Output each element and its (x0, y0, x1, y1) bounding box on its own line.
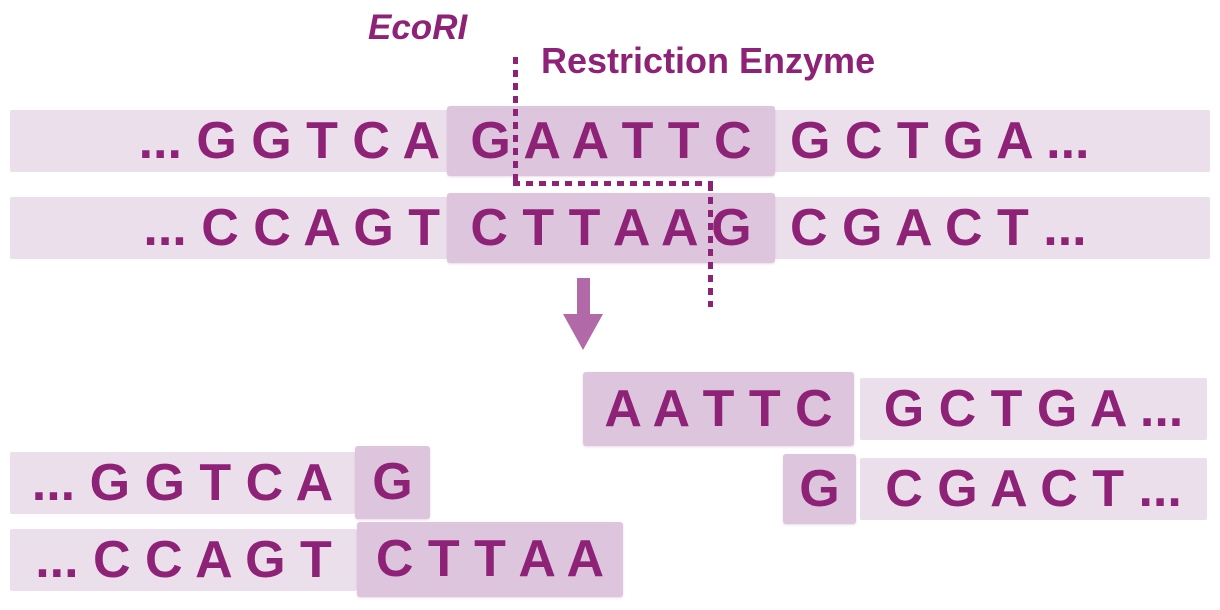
dna-top-left-sequence: ... G G T C A (138, 112, 440, 170)
recognition-site-bottom: C T T A A G (447, 193, 775, 263)
dna-bottom-right-sequence: C G A C T ... (790, 199, 1087, 257)
right-fragment-top-sequence: G C T G A ... (883, 380, 1184, 438)
dna-top-right-sequence: G C T G A ... (790, 112, 1090, 170)
left-fragment-top-sequence: ... G G T C A (31, 454, 334, 512)
right-fragment-top-band (860, 378, 1207, 440)
cut-line-horizontal-icon (513, 181, 713, 186)
left-fragment-bottom-band (10, 529, 357, 591)
dna-bottom-left-sequence: ... C C A G T (143, 199, 440, 257)
restriction-enzyme-label: Restriction Enzyme (541, 40, 876, 81)
right-fragment-bottom-sequence: C G A C T ... (885, 460, 1182, 518)
right-fragment-bottom-overhang: G (783, 454, 856, 524)
left-fragment-bottom-sequence: ... C C A G T (35, 531, 332, 589)
right-fragment-bottom-band (860, 458, 1207, 520)
left-fragment-bottom-overhang: C T T A A (357, 522, 623, 597)
enzyme-name-label: EcoRI (368, 8, 468, 47)
cut-line-vertical-top-icon (513, 57, 518, 183)
right-fragment-top-overhang: A A T T C (583, 372, 854, 446)
cut-line-vertical-bottom-icon (708, 184, 713, 307)
left-fragment-top-band (10, 452, 355, 514)
left-fragment-top-overhang: G (355, 446, 430, 519)
recognition-site-top: G A A T T C (447, 106, 775, 176)
down-arrow-icon (563, 278, 603, 350)
